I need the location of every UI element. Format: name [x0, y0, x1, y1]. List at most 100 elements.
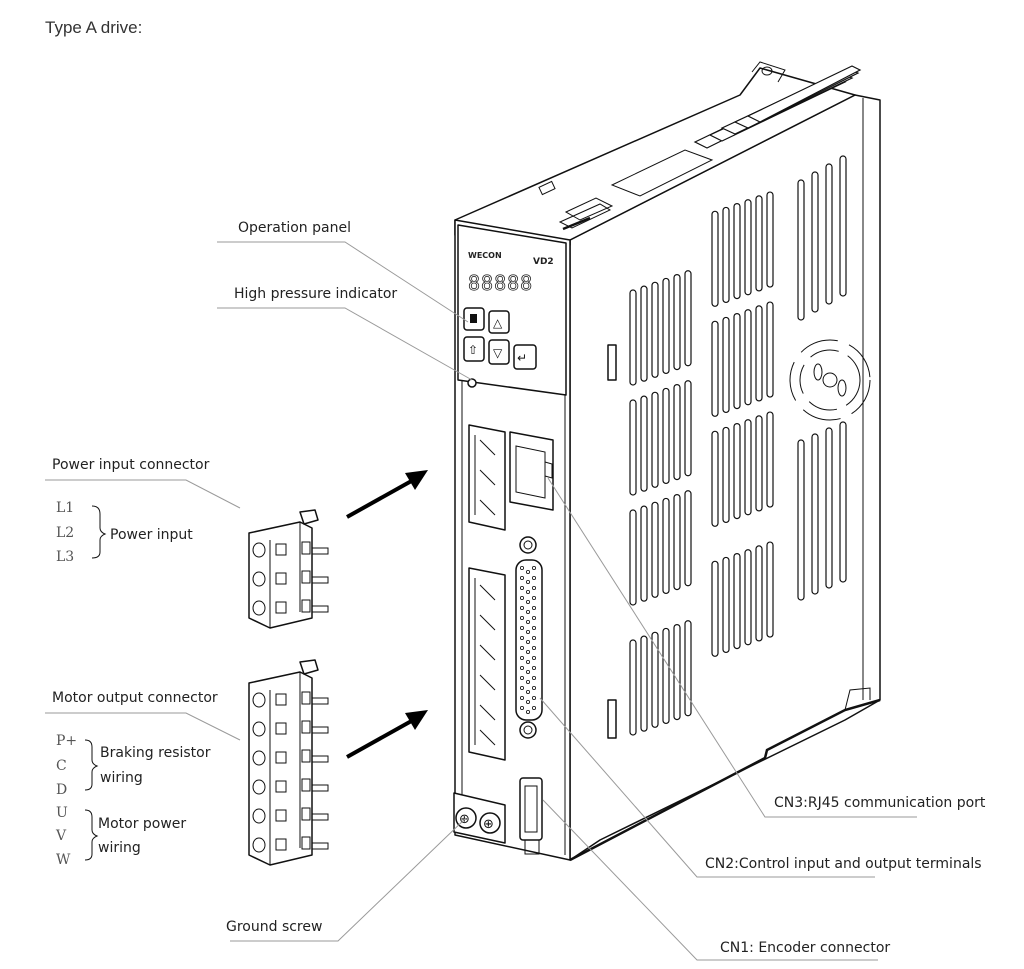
plug-pin — [301, 749, 311, 763]
brand-logo: WECON — [468, 251, 502, 260]
motor-output-plug — [248, 659, 329, 866]
cn1-encoder-port — [519, 777, 543, 855]
db-pin — [520, 686, 525, 691]
vent-slot — [651, 391, 659, 488]
plug-pin — [311, 784, 329, 792]
key-up[interactable] — [488, 310, 510, 334]
vent-slot — [711, 430, 719, 527]
db-pin — [520, 596, 525, 601]
vent-slot — [755, 195, 763, 292]
screw-hole — [252, 808, 266, 824]
vent-slot — [744, 199, 752, 296]
fan-guard — [789, 339, 871, 421]
vent-slot — [684, 270, 692, 367]
plug-pin — [301, 691, 311, 705]
model-label: VD2 — [533, 257, 554, 267]
key-down[interactable] — [488, 339, 510, 365]
screw-hole — [252, 600, 266, 616]
vent-slot — [640, 285, 648, 382]
down-triangle-icon: ▽ — [493, 346, 503, 360]
pin-label: W — [56, 852, 71, 868]
cn3-rj45-port — [509, 431, 554, 511]
db-pin — [532, 706, 537, 711]
plug-pin — [311, 755, 329, 763]
plug-pin — [311, 576, 329, 584]
label-high-pressure-indicator: High pressure indicator — [234, 286, 397, 302]
pin-label: L2 — [56, 525, 74, 541]
vent-slot — [662, 277, 670, 375]
plug-pin — [311, 813, 329, 821]
vent-slot — [766, 301, 774, 398]
db-pin — [520, 566, 525, 571]
db-pin — [520, 576, 525, 581]
wire-slot — [275, 838, 287, 851]
db-pin — [526, 620, 531, 625]
power-input-socket — [468, 424, 506, 531]
vent-slot — [722, 316, 730, 414]
arrow-head-icon — [405, 710, 428, 730]
vent-slot — [733, 423, 741, 520]
db-pin — [520, 586, 525, 591]
vent-slot — [684, 620, 692, 717]
key-enter[interactable] — [513, 344, 537, 370]
vent-slot — [640, 395, 648, 492]
label-power-input: Power input — [110, 527, 193, 543]
db-pin — [526, 600, 531, 605]
key-shift[interactable] — [463, 336, 485, 362]
vent-slot — [766, 541, 774, 638]
db-pin — [532, 576, 537, 581]
vent-slot — [629, 639, 637, 736]
wire-slot — [275, 543, 287, 556]
db-pin — [526, 690, 531, 695]
db-pin — [532, 656, 537, 661]
vent-slot — [684, 490, 692, 587]
vent-slot — [825, 163, 833, 305]
pin-label: V — [55, 828, 67, 844]
wire-slot — [275, 809, 287, 822]
pin-label: P+ — [56, 733, 77, 749]
vent-slot — [766, 191, 774, 288]
vent-slot — [733, 313, 741, 410]
screw-hole — [252, 779, 266, 795]
db-pin — [532, 596, 537, 601]
db-pin — [520, 606, 525, 611]
vent-slot — [673, 494, 681, 591]
top-vents — [693, 65, 862, 149]
db-pin — [526, 660, 531, 665]
wire-slot — [275, 693, 287, 706]
db-pin — [526, 700, 531, 705]
db-pin — [520, 676, 525, 681]
vent-slot — [733, 552, 741, 650]
vent-slot — [684, 380, 692, 477]
diagram-heading: Type A drive: — [45, 18, 143, 37]
plug-pin — [301, 541, 311, 555]
label-power-input-connector: Power input connector — [52, 457, 210, 473]
vent-slot — [722, 206, 730, 304]
wire-slot — [275, 572, 287, 585]
brace-icon — [84, 739, 99, 791]
vent-slot — [744, 549, 752, 646]
servo-drive: WECON VD2 88888 △ ⇧ ▽ ↵ — [453, 61, 881, 862]
plug-pin — [311, 605, 329, 613]
db-pin — [532, 666, 537, 671]
db-pin — [532, 616, 537, 621]
vent-slot — [673, 384, 681, 481]
db-pin — [526, 630, 531, 635]
vent-slot — [662, 497, 670, 595]
db-pin — [520, 666, 525, 671]
screw-hole — [252, 542, 266, 558]
vent-slot — [711, 320, 719, 417]
wire-slot — [275, 780, 287, 793]
label-braking-resistor: Braking resistor — [100, 745, 211, 761]
leader-lines — [45, 241, 917, 961]
high-pressure-indicator-led — [467, 378, 477, 388]
db-pin — [526, 670, 531, 675]
plug-pin — [301, 599, 311, 613]
label-motor-power: Motor power — [98, 816, 186, 832]
db-pin — [532, 676, 537, 681]
db-pin — [520, 696, 525, 701]
plug-pin — [301, 778, 311, 792]
vent-slot — [811, 171, 819, 313]
motor-output-socket — [468, 567, 506, 761]
vent-slot — [744, 419, 752, 516]
